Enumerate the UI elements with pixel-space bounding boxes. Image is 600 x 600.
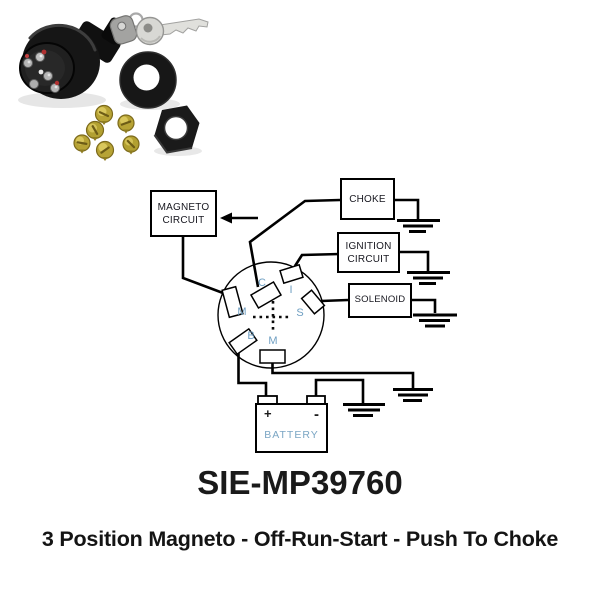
magneto-circuit-label-line1: MAGNETO xyxy=(157,201,210,213)
magneto-circuit-label-line2: CIRCUIT xyxy=(162,214,205,226)
wire-battery-negative-to-ground xyxy=(314,378,365,403)
solenoid-label: SOLENOID xyxy=(354,294,406,306)
terminal-pad-i xyxy=(279,263,304,285)
ground-symbols xyxy=(343,219,457,417)
dotted-cross xyxy=(253,301,291,331)
part-number-title: SIE-MP39760 xyxy=(197,464,403,501)
choke-box: CHOKE xyxy=(340,178,395,220)
keys-photo xyxy=(109,12,209,46)
key-blade xyxy=(159,18,209,36)
terminal-label-m-bottom: M xyxy=(268,335,278,347)
terminal-label-s: S xyxy=(296,307,304,319)
ignition-switch-photo xyxy=(19,17,127,99)
wire-m-to-ground xyxy=(271,363,415,388)
rubber-washer-photo xyxy=(119,51,177,109)
magneto-circuit-box: MAGNETO CIRCUIT xyxy=(150,190,217,237)
battery-box: + - BATTERY xyxy=(255,403,328,453)
wire-b-to-battery-positive xyxy=(237,351,268,397)
ground-icon-m-terminal xyxy=(393,388,433,402)
ground-icon-ignition xyxy=(407,271,450,285)
switch-terminal-pads xyxy=(221,263,326,364)
product-description: 3 Position Magneto - Off-Run-Start - Pus… xyxy=(41,527,559,551)
terminal-pad-m-left xyxy=(221,285,244,319)
wire-solenoid-to-s xyxy=(320,298,349,303)
terminal-label-m-left: M xyxy=(237,306,247,318)
choke-label: CHOKE xyxy=(349,193,386,205)
terminal-label-c: C xyxy=(258,277,266,289)
hex-nut-photo xyxy=(153,105,200,154)
wire-choke-to-c xyxy=(248,198,341,288)
ignition-circuit-label-line2: CIRCUIT xyxy=(347,253,390,265)
ignition-circuit-box: IGNITION CIRCUIT xyxy=(337,232,400,273)
terminal-pad-s xyxy=(300,289,326,315)
terminal-pad-c xyxy=(249,280,283,310)
switch-outline-circle xyxy=(217,261,325,369)
ground-icon-solenoid xyxy=(413,313,457,328)
ignition-circuit-label-line1: IGNITION xyxy=(345,240,392,252)
battery-negative-sign: - xyxy=(314,406,320,423)
terminal-pad-b xyxy=(228,327,258,356)
front-key xyxy=(135,16,209,46)
terminal-label-b: B xyxy=(247,330,255,342)
wire-magneto-to-m xyxy=(181,236,232,298)
terminal-label-i: I xyxy=(289,284,293,296)
battery-positive-sign: + xyxy=(264,406,272,421)
wire-choke-to-ground xyxy=(395,198,420,219)
wire-solenoid-to-ground xyxy=(412,298,437,313)
battery-label: BATTERY xyxy=(264,429,319,441)
choke-arrow-icon xyxy=(220,212,258,224)
wires xyxy=(181,198,437,403)
brass-screws-photo xyxy=(73,104,140,161)
terminal-pad-m-bottom xyxy=(259,349,286,364)
switch-terminals xyxy=(23,49,60,93)
ground-icon-choke xyxy=(397,219,440,233)
switch-shadow xyxy=(18,92,106,108)
wire-ignition-to-i xyxy=(293,252,341,267)
ground-icon-battery xyxy=(343,403,385,417)
wire-ignition-to-ground xyxy=(400,250,430,271)
back-key xyxy=(109,15,138,45)
solenoid-box: SOLENOID xyxy=(348,283,412,318)
product-photo xyxy=(18,12,209,161)
